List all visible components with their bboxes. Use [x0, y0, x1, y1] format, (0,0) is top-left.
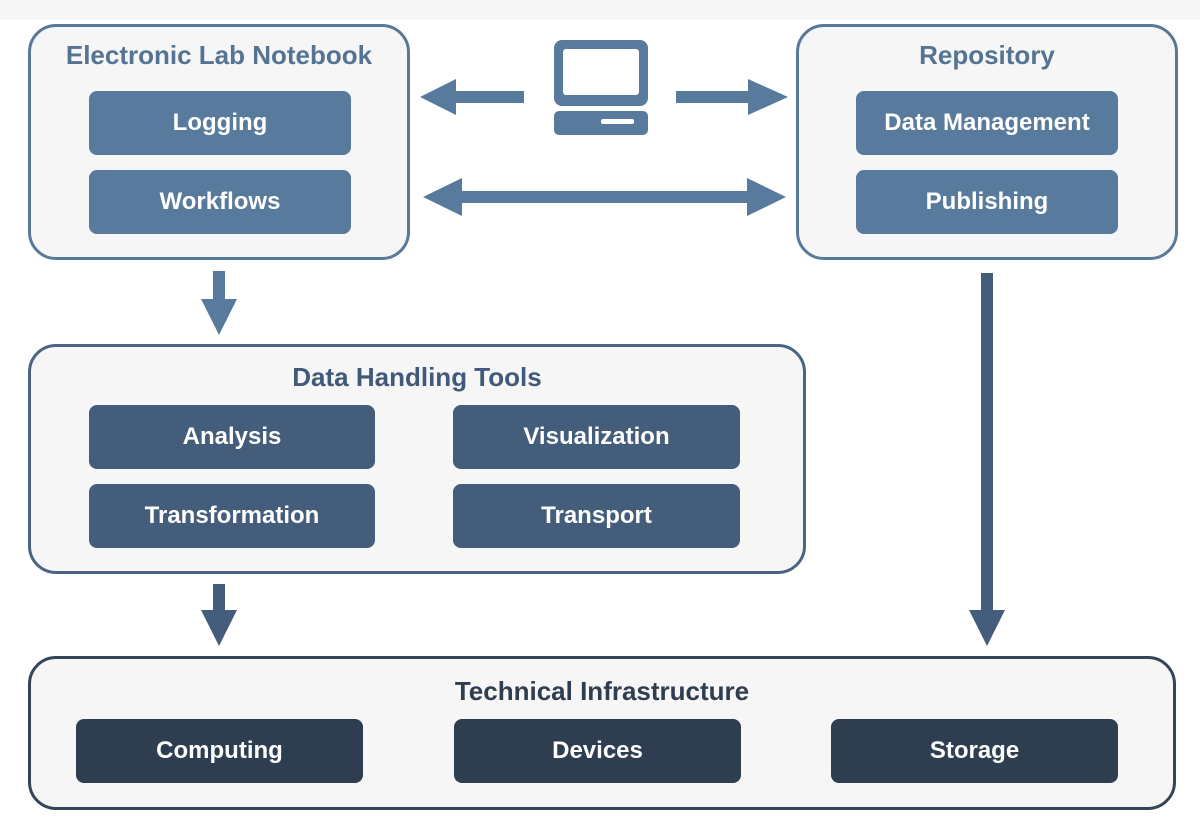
box-storage: Storage [831, 719, 1118, 783]
arrow-laptop-to-eln [420, 79, 524, 115]
arrow-data-handling-to-infrastructure [201, 584, 237, 646]
box-transport: Transport [453, 484, 740, 548]
box-analysis: Analysis [89, 405, 375, 469]
box-visualization: Visualization [453, 405, 740, 469]
box-computing: Computing [76, 719, 363, 783]
box-workflows: Workflows [89, 170, 351, 234]
arrow-laptop-to-repository [676, 79, 788, 115]
group-title-infrastructure: Technical Infrastructure [454, 676, 750, 706]
box-publishing: Publishing [856, 170, 1118, 234]
laptop-icon [554, 40, 648, 135]
arrow-repository-to-infrastructure [969, 273, 1005, 646]
arrow-eln-repository-bidirectional [423, 178, 786, 216]
box-devices: Devices [454, 719, 741, 783]
group-title-repository: Repository [919, 40, 1055, 70]
group-title-eln: Electronic Lab Notebook [65, 40, 373, 70]
group-title-data-handling: Data Handling Tools [292, 362, 542, 392]
top-band [0, 0, 1200, 20]
arrow-eln-to-data-handling [201, 271, 237, 335]
box-data-management: Data Management [856, 91, 1118, 155]
box-transformation: Transformation [89, 484, 375, 548]
box-logging: Logging [89, 91, 351, 155]
